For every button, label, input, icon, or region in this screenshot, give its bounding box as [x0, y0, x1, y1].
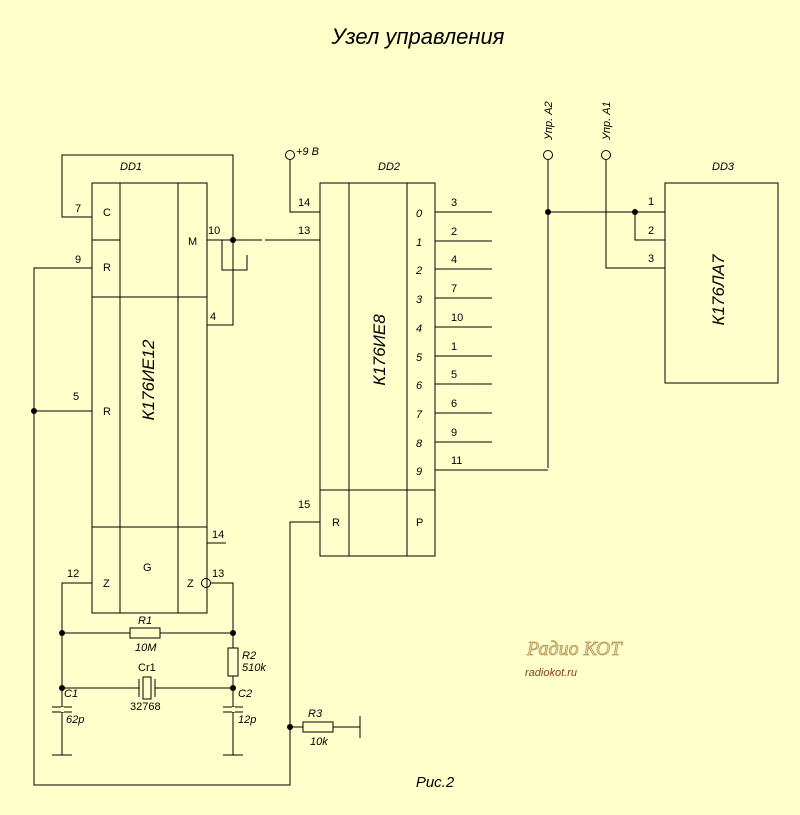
- crystal-value: 32768: [130, 701, 161, 713]
- crystal: [142, 676, 152, 700]
- diagram-title: Узел управления: [331, 24, 505, 49]
- dd1-label-g: G: [143, 562, 152, 574]
- dd1-ref: DD1: [120, 161, 142, 173]
- r2-ref: R2: [242, 650, 256, 662]
- control-a1-terminal: [601, 150, 611, 160]
- dd1-label-z-left: Z: [103, 578, 110, 590]
- dd2-label-p: P: [416, 517, 423, 529]
- dd1-body: [91, 182, 208, 614]
- dd1-label-c: C: [103, 207, 111, 219]
- dd2-output-index: 6: [416, 380, 423, 392]
- dd3-ref: DD3: [712, 161, 735, 173]
- dd1-label-r-mid: R: [103, 406, 111, 418]
- dd2-part: К176ИЕ8: [370, 314, 389, 386]
- dd1-label-m: M: [188, 236, 197, 248]
- c2-ref: C2: [238, 688, 252, 700]
- r3-value: 10k: [310, 736, 328, 748]
- dd2-output-pin: 11: [451, 455, 462, 467]
- dd1-chip: DD1 К176ИЕ12 C R M R G Z Z: [91, 161, 208, 614]
- dd2-pin-reset: 15: [298, 499, 310, 511]
- dd2-output-pin: 5: [451, 369, 457, 381]
- r2-value: 510k: [242, 662, 266, 674]
- r1-value: 10M: [135, 642, 157, 654]
- power-terminal: [285, 150, 295, 160]
- dd2-output-index: 8: [416, 438, 423, 450]
- figure-caption: Рис.2: [416, 774, 455, 791]
- dd2-output-pin: 3: [451, 197, 457, 209]
- control-a1-label: Упр. А1: [601, 101, 613, 141]
- dd2-output-pin: 2: [451, 226, 457, 238]
- dd2-output-pin: 7: [451, 283, 457, 295]
- dd3-part: К176ЛА7: [709, 254, 728, 325]
- dd2-output-index: 3: [416, 294, 423, 306]
- dd1-label-r-top: R: [103, 262, 111, 274]
- dd2-output-pin: 1: [451, 341, 457, 353]
- dd1-pin-c: 7: [75, 203, 81, 215]
- control-a2-terminal: [543, 150, 553, 160]
- r3-resistor: [302, 721, 334, 733]
- dd2-ref: DD2: [378, 161, 400, 173]
- dd1-pin-4: 4: [210, 311, 216, 323]
- dd3-body: [664, 182, 779, 384]
- crystal-ref: Cr1: [138, 662, 156, 674]
- r1-resistor: [129, 627, 161, 639]
- dd2-output-index: 2: [415, 265, 422, 277]
- dd1-pin-14: 14: [212, 529, 224, 541]
- dd1-pin-z-right: 13: [212, 568, 224, 580]
- dd3-chip: DD3 К176ЛА7: [664, 161, 779, 384]
- dd2-label-r: R: [332, 517, 340, 529]
- control-a2-label: Упр. А2: [543, 101, 555, 141]
- dd1-pin-r-top: 9: [75, 254, 81, 266]
- c1-value: 62p: [66, 714, 84, 726]
- r1-ref: R1: [138, 615, 152, 627]
- dd2-output-pin: 6: [451, 398, 457, 410]
- dd3-pin-3: 3: [648, 253, 654, 265]
- dd1-pin-m: 10: [208, 225, 220, 237]
- watermark-logo: Радио КОТ: [526, 638, 623, 660]
- c1-ref: C1: [64, 688, 78, 700]
- dd1-pin-z-left: 12: [67, 568, 79, 580]
- r2-resistor: [227, 647, 239, 677]
- r3-ref: R3: [308, 708, 323, 720]
- dd2-output-pin: 9: [451, 427, 457, 439]
- dd2-output-index: 1: [416, 237, 422, 249]
- dd2-chip: DD2 К176ИЕ8 R P: [319, 161, 436, 557]
- watermark-url: radiokot.ru: [525, 667, 577, 679]
- dd2-output-index: 4: [416, 323, 422, 335]
- dd2-pin-vcc: 14: [298, 197, 310, 209]
- dd2-output-index: 0: [416, 208, 423, 220]
- c2-value: 12p: [238, 714, 256, 726]
- dd2-output-pin: 4: [451, 254, 457, 266]
- power-label: +9 В: [296, 146, 319, 158]
- dd2-body: [319, 182, 436, 557]
- dd3-pin-2: 2: [648, 225, 654, 237]
- dd1-pin-r-mid: 5: [73, 391, 79, 403]
- dd2-output-index: 9: [416, 466, 422, 478]
- dd2-pin-clk: 13: [298, 225, 310, 237]
- dd2-output-index: 5: [416, 352, 423, 364]
- dd1-part: К176ИЕ12: [139, 339, 158, 420]
- dd2-outputs: 0 3 1 2 2 4 3 7 4 10 5 1 6 5 7 6 8 9 9 11: [415, 197, 548, 478]
- dd1-label-z-right: Z: [187, 578, 194, 590]
- dd2-output-index: 7: [416, 409, 423, 421]
- dd3-pin-1: 1: [648, 196, 654, 208]
- dd2-output-pin: 10: [451, 312, 463, 324]
